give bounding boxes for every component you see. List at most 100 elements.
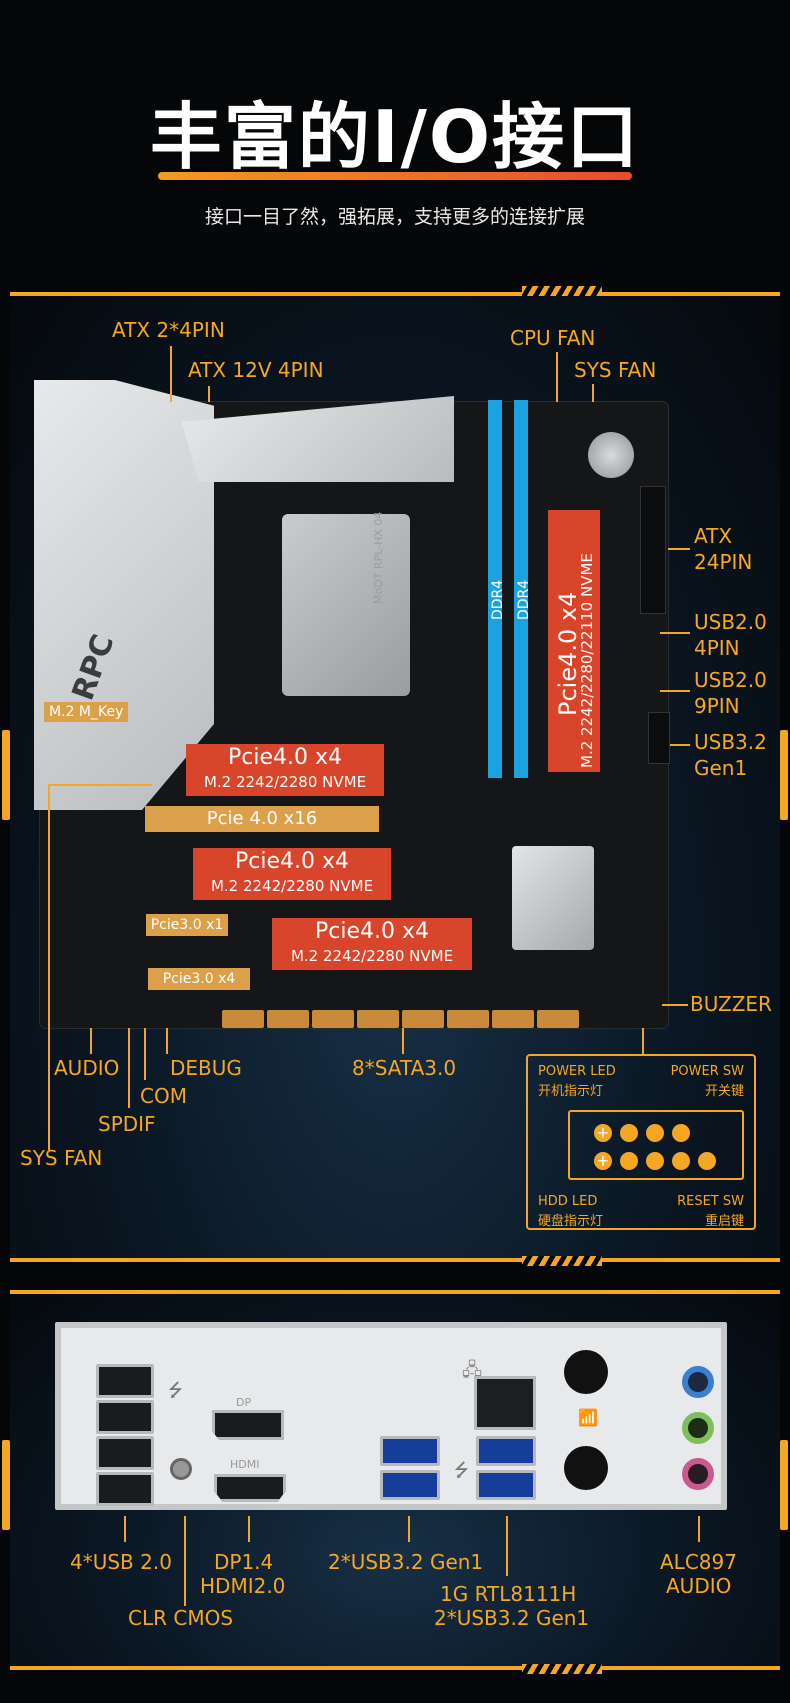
leader-audio-io [698,1516,700,1542]
sata-port [222,1010,264,1028]
m2-slot-2-sub: M.2 2242/2280 NVME [210,877,374,895]
leader-cpu-fan [556,352,558,402]
network-icon: 🖧 [462,1360,483,1381]
usb20-port-1 [96,1364,154,1398]
cmos-battery [588,432,634,478]
fp-reset-sw-cn: 重启键 [704,1214,744,1229]
label-usb20-4-l2: 4PIN [694,636,740,660]
m2-slot-2-title: Pcie4.0 x4 [234,849,349,874]
usb-symbol-icon: ⭍ [168,1380,183,1401]
sata-port [312,1010,354,1028]
leader-sys-fan-bottom-h [48,784,152,786]
leader-atx-12v [208,386,210,402]
antenna-hole-2 [564,1446,608,1490]
label-usb20-9-l2: 9PIN [694,694,740,718]
leader-usb20-9 [660,690,690,692]
pcie3-x4-slot: Pcie3.0 x4 [148,968,250,990]
usb32-header [648,712,670,764]
leader-atx24 [668,548,690,550]
hdmi-port-label: HDMI [230,1458,260,1471]
leader-sys-fan-bottom [48,784,50,1150]
fp-pin [672,1152,690,1170]
label-cpu-fan: CPU FAN [510,326,596,350]
front-panel-diagram: POWER LED 开机指示灯 POWER SW 开关键 + + HDD LED… [526,1054,756,1230]
m2-slot-2: Pcie4.0 x4 M.2 2242/2280 NVME [193,848,391,900]
cpu-socket [282,514,410,696]
leader-com [144,1028,146,1080]
clr-cmos-button[interactable] [170,1458,192,1480]
label-usb32: 2*USB3.2 Gen1 [328,1550,484,1574]
m2-slot-1-title: Pcie4.0 x4 [227,745,342,770]
page-subtitle: 接口一目了然，强拓展，支持更多的连接扩展 [204,206,585,228]
label-audio-l2: AUDIO [666,1574,732,1598]
board-silkscreen: MoDT RPL-HX 04 [372,511,385,604]
label-atx-2x4: ATX 2*4PIN [112,318,225,342]
leader-atx-2x4 [170,346,172,402]
label-dp-l1: DP1.4 [214,1550,274,1574]
sata-port [537,1010,579,1028]
leader-usb20 [124,1516,126,1542]
audio-line-out-jack [682,1412,714,1444]
label-usb32-l2: Gen1 [694,756,748,780]
antenna-hole-1 [564,1350,608,1394]
label-dp-l2: HDMI2.0 [200,1574,286,1598]
fp-pin [620,1124,638,1142]
m2-slot-3: Pcie4.0 x4 M.2 2242/2280 NVME [272,918,472,970]
page-title: 丰富的I/O接口 [149,95,641,179]
panel-stripes-bottom [522,1256,602,1266]
fp-power-sw-cn: 开关键 [704,1084,744,1099]
label-atx24-l2: 24PIN [694,550,753,574]
m2-vertical-sub: M.2 2242/2280/22110 NVME [578,553,596,768]
io-panel-stripes-bottom [522,1664,602,1674]
leader-sys-fan-top [592,384,594,402]
label-clr-cmos: CLR CMOS [128,1606,234,1630]
m2-slot-3-sub: M.2 2242/2280 NVME [290,947,454,965]
leader-usb20-4 [660,632,690,634]
fp-hdd-led-cn: 硬盘指示灯 [538,1214,604,1229]
sata-port [447,1010,489,1028]
fp-hdd-led-en: HDD LED [538,1194,598,1209]
sata-port [402,1010,444,1028]
label-com: COM [140,1084,187,1108]
leader-audio [90,1028,92,1054]
m2-slot-vertical: Pcie4.0 x4 M.2 2242/2280/22110 NVME [548,510,600,772]
leader-spdif [128,1028,130,1108]
leader-debug [166,1028,168,1054]
pcie-x16-slot: Pcie 4.0 x16 [145,806,379,832]
chipset-heatsink [512,846,594,950]
label-spdif: SPDIF [98,1112,156,1136]
fp-pin [672,1124,690,1142]
vrm-heatsink-left [34,380,214,810]
leader-lan [506,1516,508,1576]
fp-header-outline [568,1110,744,1180]
pcie3-x1-slot: Pcie3.0 x1 [146,914,228,936]
label-usb20-4-l1: USB2.0 [694,610,767,634]
ddr4-slot-b [514,400,528,778]
label-usb20: 4*USB 2.0 [70,1550,172,1574]
leader-buzzer [662,1004,688,1006]
leader-sata [402,1028,404,1054]
usb32-port-1 [380,1436,440,1466]
fp-pin [646,1152,664,1170]
label-atx24-l1: ATX [694,524,733,548]
io-side-tab-right [780,1440,788,1530]
panel-side-tab-right [780,730,788,820]
leader-usb32 [408,1516,410,1542]
fp-pin-plus-top: + [594,1124,612,1142]
ddr4-slot-a [488,400,502,778]
leader-usb32 [670,744,690,746]
panel-stripes-top [522,286,602,296]
sata-port [267,1010,309,1028]
leader-clr-cmos [184,1516,186,1606]
leader-dp [248,1516,250,1542]
label-buzzer: BUZZER [690,992,772,1016]
fp-pin-plus-bottom: + [594,1152,612,1170]
label-audio: AUDIO [54,1056,120,1080]
m2-slot-1: Pcie4.0 x4 M.2 2242/2280 NVME [186,744,384,796]
title-underline [158,172,632,180]
usb-symbol-icon: ⭍ [454,1460,469,1481]
audio-mic-jack [682,1458,714,1490]
m2-key-label: M.2 M_Key [44,702,129,722]
label-lan-l1: 1G RTL8111H [440,1582,577,1606]
displayport [212,1410,284,1440]
